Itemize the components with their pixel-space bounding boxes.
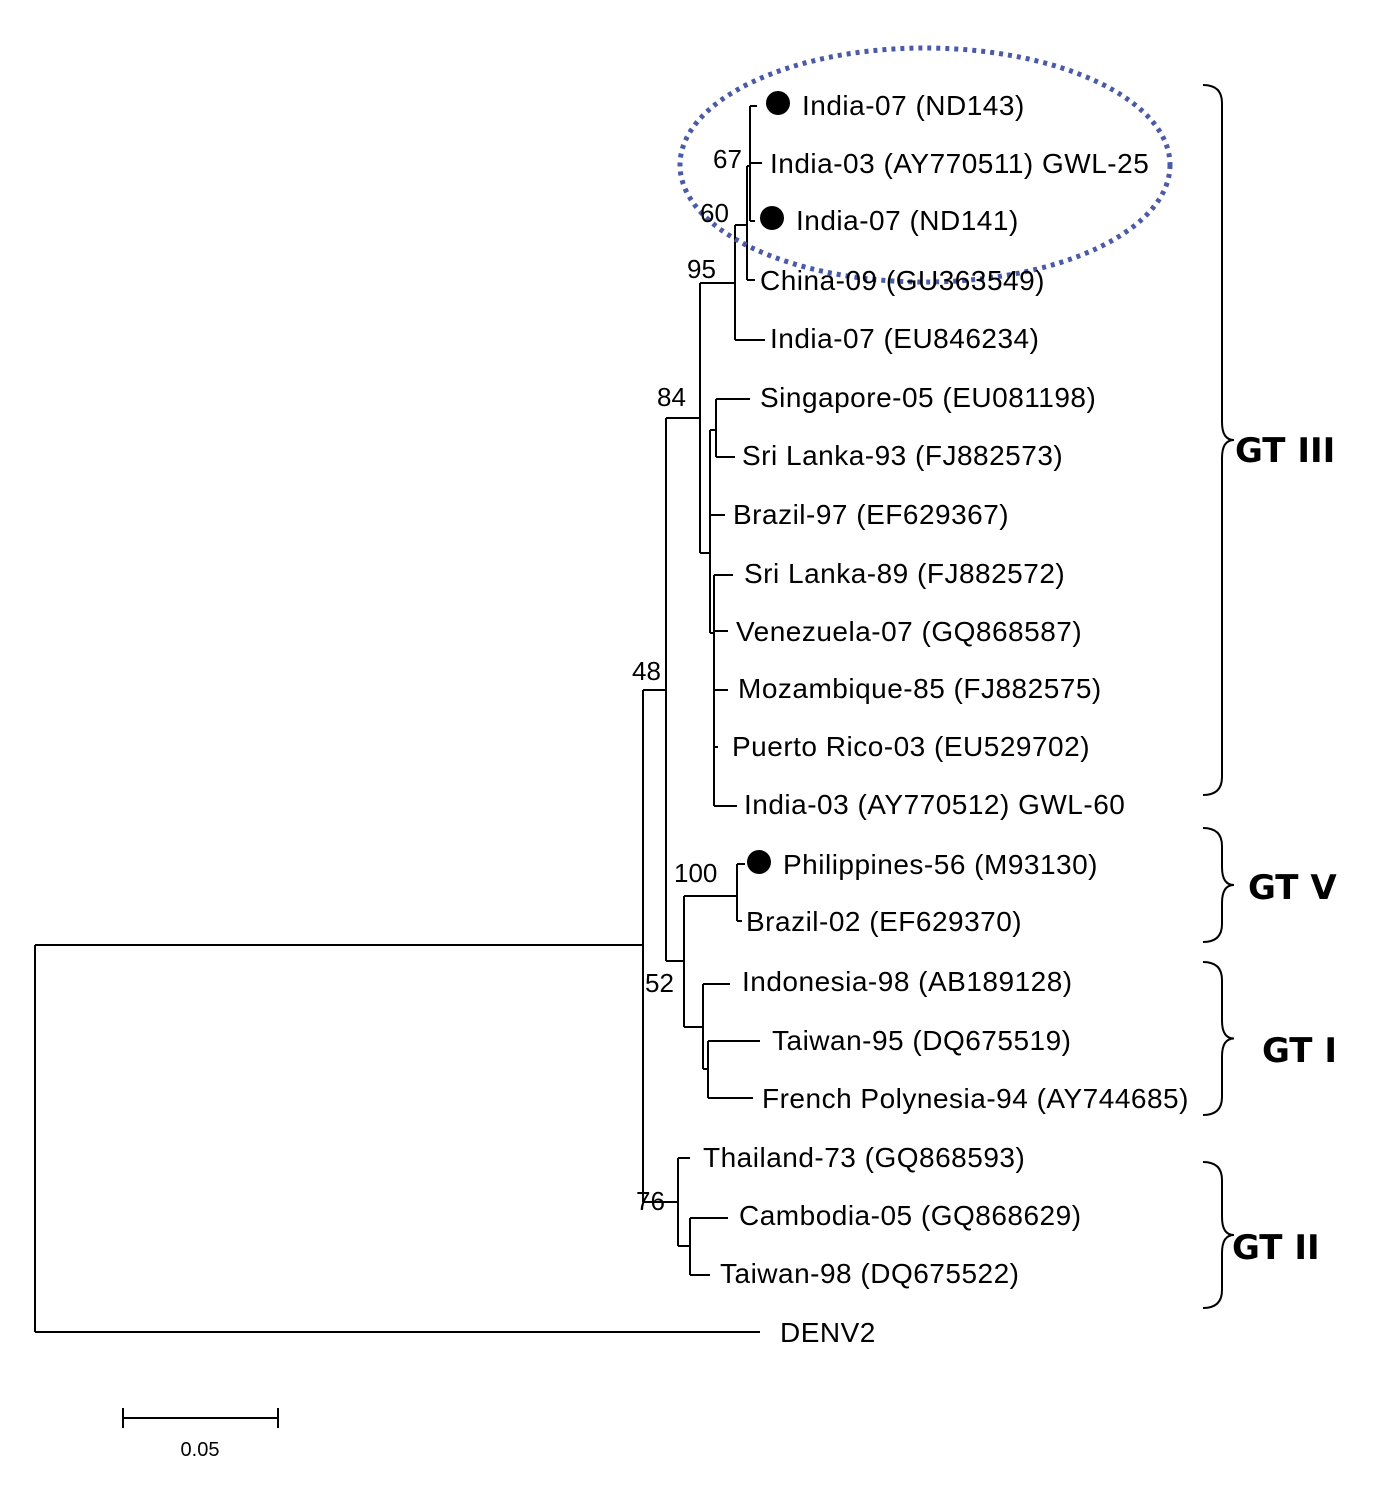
clade-bracket [1202,1161,1235,1309]
sample-marker-icon [747,850,771,874]
bootstrap-value: 95 [687,254,716,284]
leaf-label: Sri Lanka-89 (FJ882572) [744,558,1065,589]
leaf-label: Singapore-05 (EU081198) [760,382,1096,413]
bootstrap-value: 48 [632,656,661,686]
leaf-label: India-07 (ND143) [802,90,1025,121]
leaf-label: Philippines-56 (M93130) [783,849,1098,880]
clade-bracket [1202,827,1235,943]
leaf-label: Brazil-02 (EF629370) [746,906,1022,937]
clade-bracket [1202,961,1235,1116]
leaf-label: Venezuela-07 (GQ868587) [736,616,1082,647]
tree-branches [34,105,765,1333]
leaf-label: India-07 (EU846234) [770,323,1039,354]
bootstrap-value: 60 [700,198,729,228]
leaf-label: Puerto Rico-03 (EU529702) [732,731,1090,762]
leaf-label: DENV2 [780,1317,876,1348]
bootstrap-value: 67 [713,144,742,174]
highlight-ellipse [677,45,1173,285]
bootstrap-value: 100 [674,858,717,888]
leaf-label: Mozambique-85 (FJ882575) [738,673,1102,704]
clade-bracket [1202,84,1235,796]
clade-label: GT I [1262,1031,1337,1071]
scale-bar-label: 0.05 [181,1439,220,1461]
leaf-label: Sri Lanka-93 (FJ882573) [742,440,1063,471]
bootstrap-value: 52 [645,968,674,998]
clade-label: GT V [1248,868,1337,908]
leaf-label: French Polynesia-94 (AY744685) [762,1083,1189,1114]
leaf-label: China-09 (GU363549) [760,265,1045,296]
leaf-label: Thailand-73 (GQ868593) [703,1142,1025,1173]
bootstrap-value: 84 [657,382,686,412]
leaf-label: India-03 (AY770511) GWL-25 [770,148,1149,179]
clade-label: GT III [1235,431,1335,471]
leaf-label: Taiwan-98 (DQ675522) [720,1258,1020,1289]
clade-brackets: GT III GT V GT I GT II [1202,84,1337,1309]
leaf-labels: India-07 (ND143) India-03 (AY770511) GWL-… [703,90,1189,1348]
leaf-label: India-03 (AY770512) GWL-60 [744,789,1125,820]
leaf-label: Brazil-97 (EF629367) [733,499,1009,530]
leaf-label: Taiwan-95 (DQ675519) [772,1025,1072,1056]
scale-bar: 0.05 [122,1408,279,1461]
bootstrap-value: 76 [636,1186,665,1216]
leaf-label: Cambodia-05 (GQ868629) [739,1200,1082,1231]
leaf-label: Indonesia-98 (AB189128) [742,966,1073,997]
sample-marker-icon [766,91,790,115]
leaf-label: India-07 (ND141) [796,205,1019,236]
sample-marker-icon [760,206,784,230]
bootstrap-values: 67 60 95 84 48 100 52 76 [632,144,742,1216]
clade-label: GT II [1232,1228,1320,1268]
